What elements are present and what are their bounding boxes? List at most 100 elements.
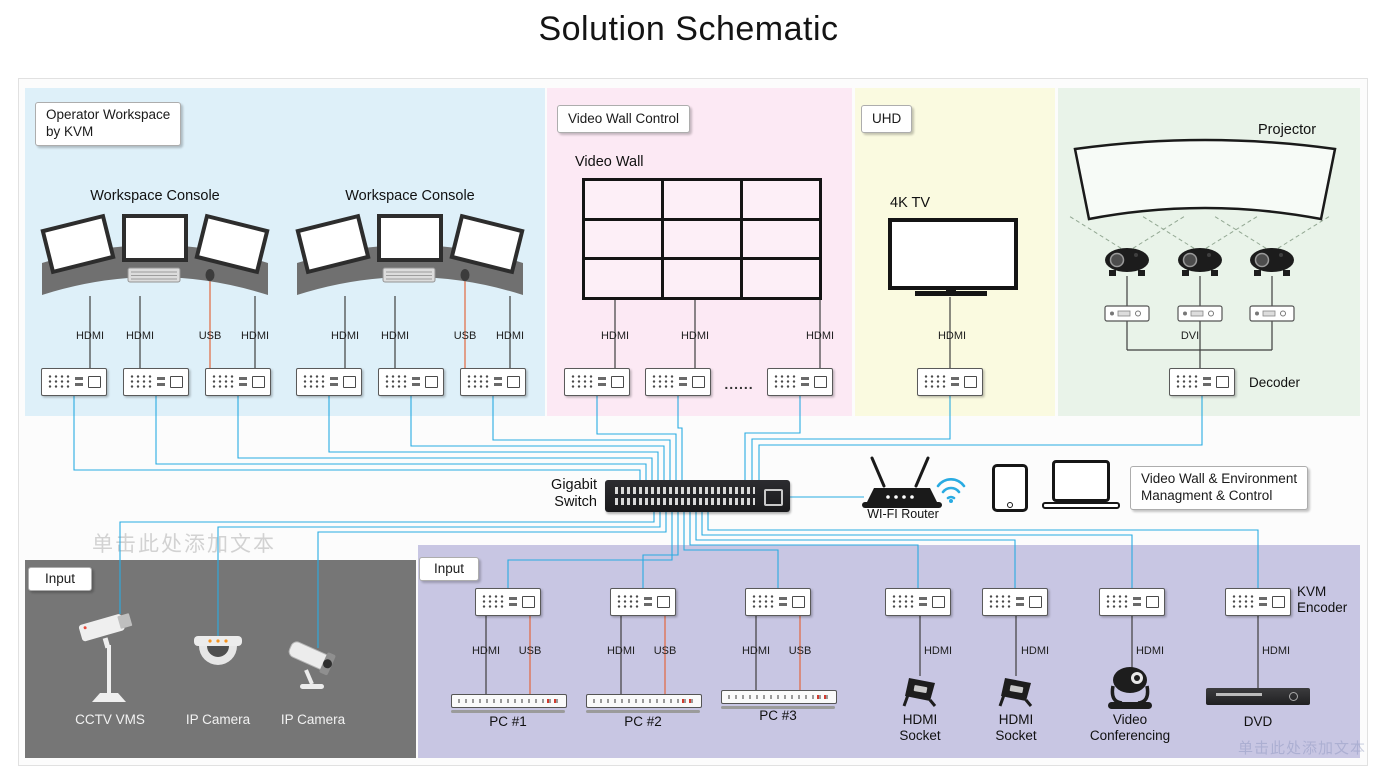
scaler-box	[1104, 305, 1150, 322]
kvm-receiver-box	[41, 368, 107, 396]
port-label-hdmi: HDMI	[380, 330, 410, 342]
hdmi-socket-caption-line1: HDMI	[902, 712, 938, 727]
cctv-vms-icon	[78, 613, 133, 702]
video-wall-title: Video Wall	[575, 154, 644, 170]
video-wall-panel	[664, 181, 740, 218]
switch-ports	[615, 487, 755, 505]
kvm-receiver-box	[378, 368, 444, 396]
management-control-label-line2: Managment & Control	[1141, 487, 1273, 503]
gigabit-switch-label: Gigabit Switch	[505, 477, 597, 511]
projector-icon	[1177, 247, 1223, 277]
ip-camera-caption: IP Camera	[185, 712, 251, 727]
console-2-title: Workspace Console	[345, 188, 475, 204]
gigabit-switch-device	[605, 480, 790, 512]
operator-workspace-label-line2: by KVM	[46, 123, 94, 139]
decoder-label: Decoder	[1249, 375, 1301, 390]
port-label-hdmi: HDMI	[1135, 645, 1165, 657]
tablet-icon	[992, 464, 1028, 512]
workspace-console-1-graphic	[40, 214, 270, 297]
tv-screen	[888, 218, 1018, 290]
video-conferencing-icon	[1108, 667, 1152, 709]
port-label-hdmi: HDMI	[125, 330, 155, 342]
operator-workspace-label-line1: Operator Workspace	[46, 107, 171, 122]
kvm-encoder-label-line1: KVM	[1297, 584, 1327, 599]
console-1-title: Workspace Console	[90, 188, 220, 204]
watermark-text-2: 单击此处添加文本	[1238, 740, 1367, 757]
gigabit-switch-label-line1: Gigabit	[551, 477, 597, 493]
laptop-icon	[1052, 460, 1110, 502]
network-lines	[73, 396, 1259, 648]
input-label-left: Input	[28, 567, 93, 591]
page-title: Solution Schematic	[538, 10, 839, 48]
pc-3-caption: PC #3	[759, 708, 797, 723]
projector-icon	[1249, 247, 1295, 277]
video-conferencing-caption-line1: Video	[1112, 712, 1148, 727]
kvm-receiver-box	[123, 368, 189, 396]
operator-workspace-label: Operator Workspace by KVM	[35, 102, 182, 146]
port-label-hdmi: HDMI	[937, 330, 967, 342]
workspace-console-2-graphic	[295, 214, 525, 297]
kvm-receiver-box	[205, 368, 271, 396]
video-wall-panel	[743, 220, 819, 258]
port-label-hdmi: HDMI	[495, 330, 525, 342]
video-wall-panel	[664, 220, 740, 258]
projector-title: Projector	[1258, 122, 1317, 138]
ip-camera-bullet-icon	[288, 641, 336, 689]
decoder-box	[917, 368, 983, 396]
dvd-caption: DVD	[1243, 714, 1273, 729]
watermark-text: 单击此处添加文本	[92, 533, 276, 556]
port-label-usb: USB	[788, 645, 812, 657]
kvm-encoder-label-line2: Encoder	[1297, 600, 1348, 616]
pc-2-device	[586, 694, 702, 708]
pc-3-base	[721, 706, 835, 709]
port-label-hdmi: HDMI	[741, 645, 771, 657]
laptop-base	[1042, 502, 1120, 509]
video-wall-panel	[743, 260, 819, 297]
decoder-box	[645, 368, 711, 396]
dvd-player-device	[1206, 688, 1310, 705]
hdmi-socket-caption-line2: Socket	[995, 728, 1037, 743]
pc-3-device	[721, 690, 837, 704]
hdmi-socket-icon	[998, 676, 1033, 708]
hdmi-socket-caption-line2: Socket	[899, 728, 941, 743]
usb-link-lines	[209, 278, 801, 694]
ip-camera-caption: IP Camera	[280, 712, 346, 727]
video-wall-panel	[664, 260, 740, 297]
port-label-dvi: DVI	[1180, 330, 1200, 342]
decoder-box	[564, 368, 630, 396]
port-label-hdmi: HDMI	[680, 330, 710, 342]
kvm-receiver-box	[296, 368, 362, 396]
kvm-encoder-box	[745, 588, 811, 616]
kvm-encoder-box	[1225, 588, 1291, 616]
video-wall-grid	[582, 178, 822, 300]
input-label-right: Input	[419, 557, 480, 581]
pc-2-base	[586, 710, 700, 713]
port-label-usb: USB	[518, 645, 542, 657]
hdmi-link-lines	[89, 276, 1273, 694]
port-label-hdmi: HDMI	[471, 645, 501, 657]
tv-stand-neck	[946, 286, 956, 292]
port-label-usb: USB	[653, 645, 677, 657]
switch-uplink-port	[764, 489, 783, 506]
hdmi-socket-icon	[902, 676, 937, 708]
pc-2-caption: PC #2	[624, 714, 662, 729]
port-label-hdmi: HDMI	[805, 330, 835, 342]
decoder-ellipsis: ......	[724, 376, 754, 392]
kvm-encoder-box	[982, 588, 1048, 616]
wifi-router-label: WI-FI Router	[867, 507, 939, 521]
kvm-encoder-box	[610, 588, 676, 616]
port-label-hdmi: HDMI	[600, 330, 630, 342]
video-wall-panel	[585, 181, 661, 218]
pc-1-base	[451, 710, 565, 713]
pc-1-caption: PC #1	[489, 714, 527, 729]
cctv-vms-caption: CCTV VMS	[75, 712, 145, 727]
port-label-hdmi: HDMI	[330, 330, 360, 342]
pc-1-device	[451, 694, 567, 708]
port-label-hdmi: HDMI	[923, 645, 953, 657]
port-label-hdmi: HDMI	[606, 645, 636, 657]
tv-title: 4K TV	[890, 195, 931, 211]
kvm-receiver-box	[460, 368, 526, 396]
scaler-box	[1249, 305, 1295, 322]
port-label-hdmi: HDMI	[75, 330, 105, 342]
